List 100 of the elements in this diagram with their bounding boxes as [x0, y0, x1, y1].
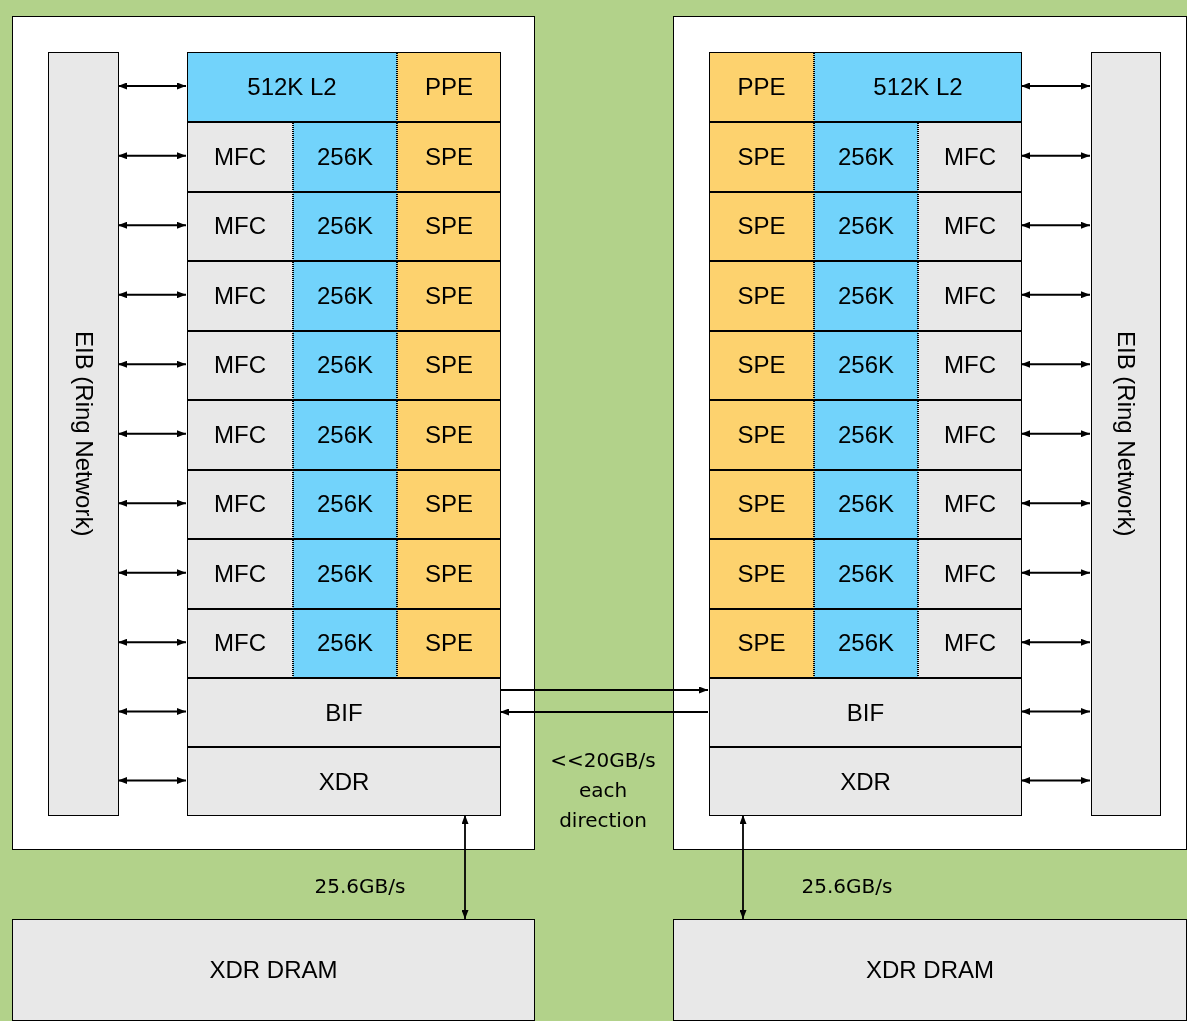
controller-block	[918, 122, 1022, 192]
arrow	[461, 814, 469, 920]
ring-bus-block	[48, 52, 119, 816]
arrow	[117, 152, 187, 160]
memory-module-block	[673, 919, 1187, 1021]
controller-block	[918, 608, 1022, 678]
arrow	[1020, 777, 1091, 784]
controller-block	[187, 539, 293, 609]
arrow	[1020, 499, 1091, 507]
block-label: SPE	[425, 212, 473, 241]
block-label: SPE	[425, 142, 473, 171]
controller-block	[918, 469, 1022, 539]
processor-block	[397, 608, 501, 678]
processor-block	[709, 539, 814, 609]
block-label: 256K	[316, 629, 374, 658]
arrow	[1020, 360, 1091, 368]
arrow	[117, 221, 187, 229]
arrow	[1020, 291, 1091, 299]
block-label: 256K	[837, 559, 895, 588]
processor-block	[709, 52, 814, 122]
block-label: SPE	[425, 629, 473, 658]
block-label: MFC	[214, 142, 266, 171]
arrow	[1020, 638, 1091, 646]
arrow	[117, 430, 187, 438]
memory-block	[293, 122, 397, 192]
interface-block	[187, 747, 501, 816]
arrow	[499, 708, 709, 716]
processor-block	[397, 400, 501, 470]
block-label: BIF	[325, 698, 363, 727]
block-label: MFC	[214, 420, 266, 449]
controller-block	[918, 330, 1022, 400]
block-label: MFC	[214, 490, 266, 519]
controller-block	[187, 191, 293, 261]
arrow	[117, 777, 187, 784]
block-label: SPE	[737, 629, 786, 658]
block-label: MFC	[944, 490, 996, 519]
memory-block	[814, 122, 918, 192]
block-label: SPE	[425, 490, 473, 519]
block-label: MFC	[944, 281, 996, 310]
arrow	[117, 291, 187, 299]
memory-block	[814, 608, 918, 678]
interface-block	[709, 678, 1022, 747]
arrow	[1020, 221, 1091, 229]
controller-block	[187, 400, 293, 470]
block-label: SPE	[425, 420, 473, 449]
block-label: EIB (Ring Network)	[1112, 331, 1140, 537]
block-label: 256K	[316, 142, 374, 171]
processor-block	[709, 400, 814, 470]
block-label: MFC	[214, 629, 266, 658]
block-label: SPE	[737, 420, 786, 449]
block-label: MFC	[944, 351, 996, 380]
block-label: MFC	[214, 281, 266, 310]
block-label: MFC	[944, 212, 996, 241]
edge-label: 25.6GB/s	[313, 873, 407, 900]
controller-block	[918, 191, 1022, 261]
bandwidth-note: <<20GB/s each direction	[549, 747, 657, 834]
block-label: MFC	[944, 142, 996, 171]
block-label: 256K	[316, 281, 374, 310]
interface-block	[187, 678, 501, 747]
chip-boundary	[12, 16, 535, 850]
arrow	[1020, 152, 1091, 160]
interface-block	[709, 747, 1022, 816]
controller-block	[918, 400, 1022, 470]
controller-block	[187, 122, 293, 192]
memory-block	[814, 539, 918, 609]
processor-block	[709, 330, 814, 400]
block-label: 256K	[837, 212, 895, 241]
block-label: 256K	[837, 420, 895, 449]
processor-block	[709, 261, 814, 331]
controller-block	[187, 469, 293, 539]
arrow	[117, 569, 187, 577]
arrow	[1020, 708, 1091, 715]
arrow	[1020, 430, 1091, 438]
memory-module-block	[12, 919, 535, 1021]
block-label: MFC	[214, 351, 266, 380]
block-label: XDR	[840, 767, 891, 796]
block-label: PPE	[737, 73, 786, 101]
processor-block	[709, 608, 814, 678]
block-label: XDR	[318, 767, 370, 796]
memory-block	[293, 608, 397, 678]
block-label: SPE	[737, 281, 786, 310]
controller-block	[187, 608, 293, 678]
block-label: MFC	[214, 559, 266, 588]
processor-block	[397, 469, 501, 539]
processor-block	[709, 122, 814, 192]
memory-block	[293, 191, 397, 261]
block-label: 512K L2	[873, 73, 963, 101]
controller-block	[918, 261, 1022, 331]
block-label: SPE	[425, 351, 473, 380]
block-label: SPE	[737, 142, 786, 171]
arrow	[117, 360, 187, 368]
block-label: 256K	[316, 559, 374, 588]
block-label: SPE	[425, 281, 473, 310]
block-label: MFC	[944, 559, 996, 588]
block-label: 256K	[316, 212, 374, 241]
processor-block	[397, 122, 501, 192]
arrow	[739, 814, 747, 920]
processor-block	[397, 261, 501, 331]
block-label: 256K	[837, 281, 895, 310]
block-label: 256K	[837, 490, 895, 519]
